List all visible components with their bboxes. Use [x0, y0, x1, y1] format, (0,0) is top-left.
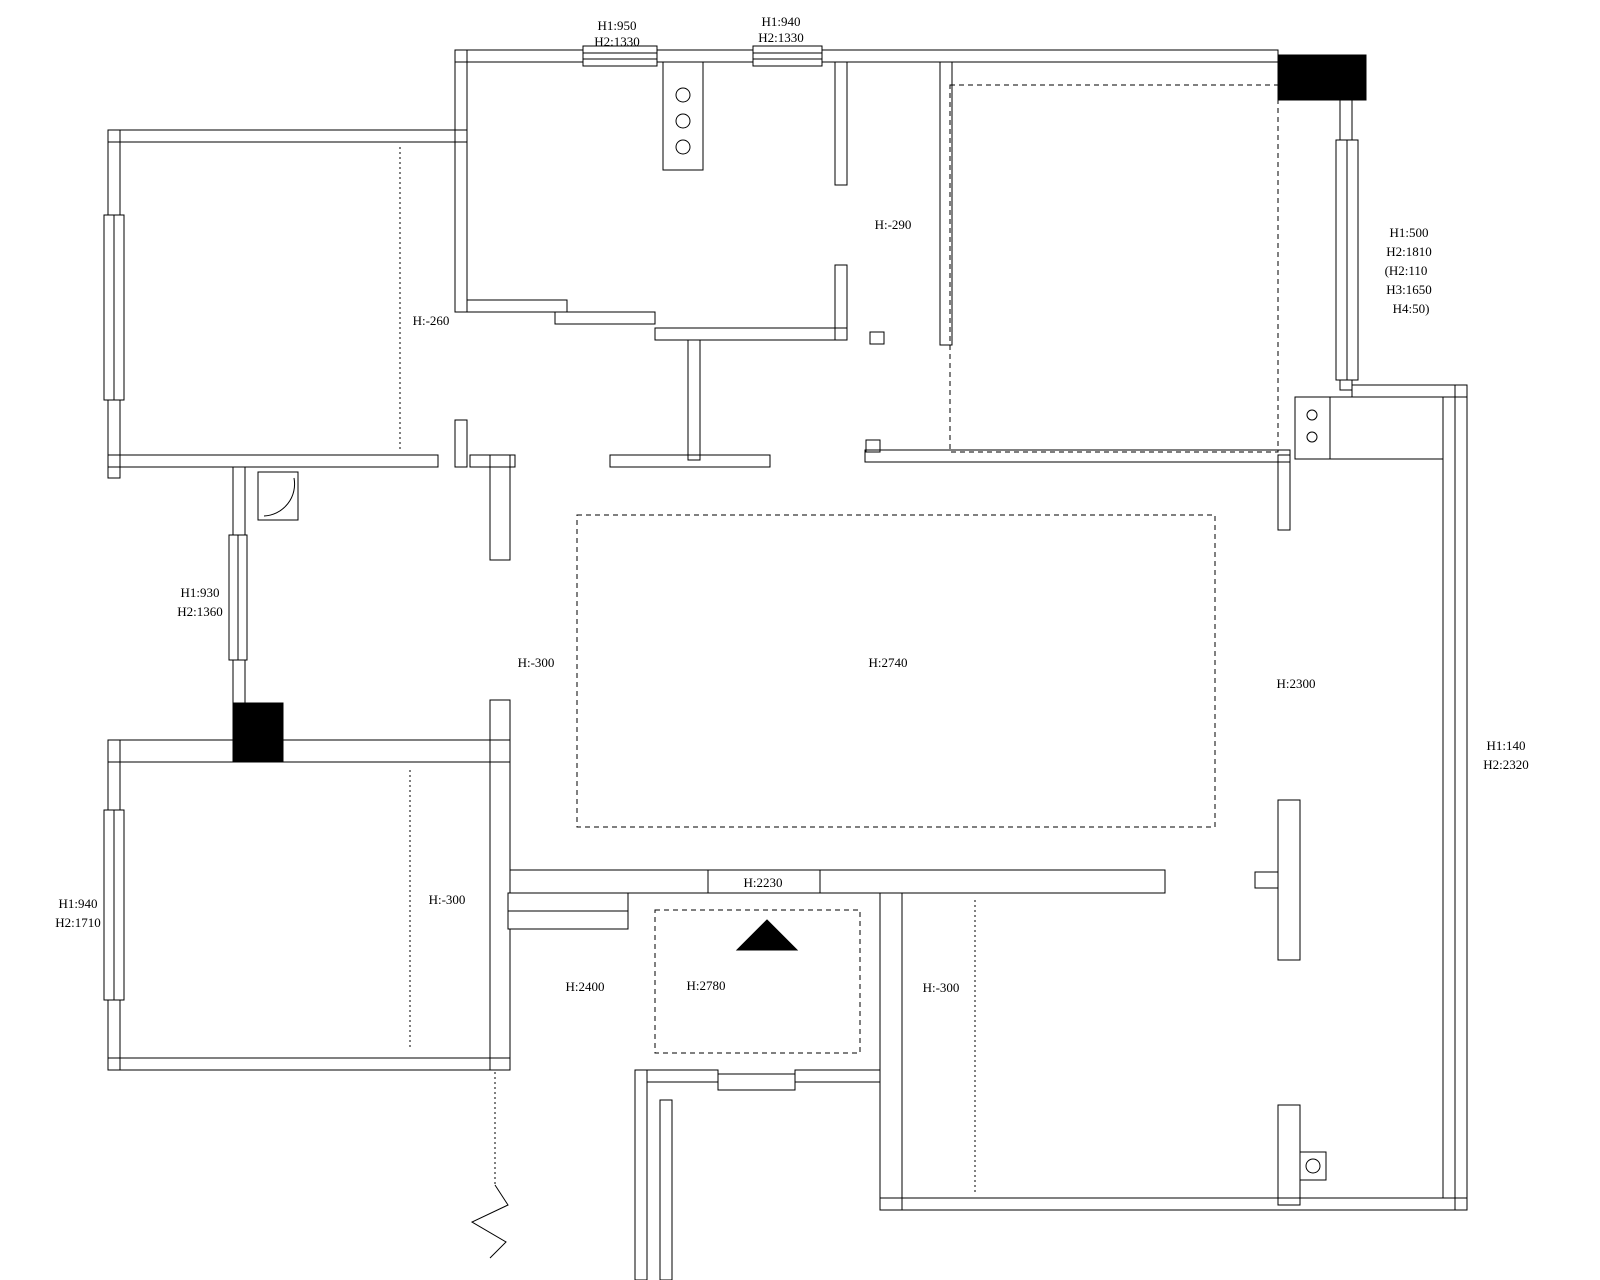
annotation-corridor-height: H:-290: [875, 217, 912, 232]
annotation-right-window-l5: H4:50): [1393, 301, 1430, 316]
column-fill-top-right: [1277, 54, 1367, 101]
annotation-right-window-l4: H3:1650: [1386, 282, 1432, 297]
annotation-right-window-l2: H2:1810: [1386, 244, 1432, 259]
annotation-left-window-l2: H2:1360: [177, 604, 223, 619]
north-arrow-icon: [735, 919, 799, 951]
annotation-lower-left-window-l1: H1:940: [59, 896, 98, 911]
annotation-hall-drop: H:-300: [518, 655, 555, 670]
plumbing-stack-icon: [662, 61, 704, 171]
window-left-lower: [103, 809, 125, 1001]
window-left-middle: [228, 534, 248, 661]
ceiling-outline-master: [949, 84, 1279, 453]
annotation-entry-ceiling: H:2780: [687, 978, 726, 993]
annotation-lower-left-window-l2: H2:1710: [55, 915, 101, 930]
annotation-porch-ceiling: H:2400: [566, 979, 605, 994]
window-left-upper: [103, 214, 125, 401]
annotation-lower-left-drop: H:-300: [429, 892, 466, 907]
walls: [107, 49, 1468, 1280]
annotation-upper-left-drop: H:-260: [413, 313, 450, 328]
annotation-balcony-ceiling: H:2300: [1277, 676, 1316, 691]
annotation-top-window-2-l2: H2:1330: [758, 30, 804, 45]
ceiling-outline-living: [576, 514, 1216, 828]
floor-drain-icon: [1299, 1151, 1327, 1181]
window-right-upper: [1335, 139, 1359, 381]
annotation-bottom-right-drop: H:-300: [923, 980, 960, 995]
annotation-living-ceiling: H:2740: [869, 655, 908, 670]
annotation-top-window-2-l1: H1:940: [762, 14, 801, 29]
sink-icon: [1306, 431, 1318, 443]
beam-label-box: [707, 869, 821, 894]
annotation-right-window-l1: H1:500: [1390, 225, 1429, 240]
door-leaf: [717, 1073, 796, 1091]
annotation-far-right-l1: H1:140: [1487, 738, 1526, 753]
kitchen-counter: [1294, 396, 1444, 460]
annotation-far-right-l2: H2:2320: [1483, 757, 1529, 772]
column-fill-left-middle: [232, 702, 284, 763]
window-top-1: [582, 45, 658, 67]
annotation-top-window-1-l2: H2:1330: [594, 34, 640, 49]
annotation-left-window-l1: H1:930: [181, 585, 220, 600]
annotation-entry-beam: H:2230: [744, 875, 783, 890]
break-line-icon: [470, 1184, 509, 1259]
entry-steps: [507, 892, 629, 930]
ceiling-outline-entry: [654, 909, 861, 1054]
door-fixture: [257, 471, 299, 521]
window-top-2: [752, 45, 823, 67]
sink-icon: [1306, 409, 1318, 421]
annotation-right-window-l3: (H2:110: [1385, 263, 1428, 278]
annotation-top-window-1-l1: H1:950: [598, 18, 637, 33]
